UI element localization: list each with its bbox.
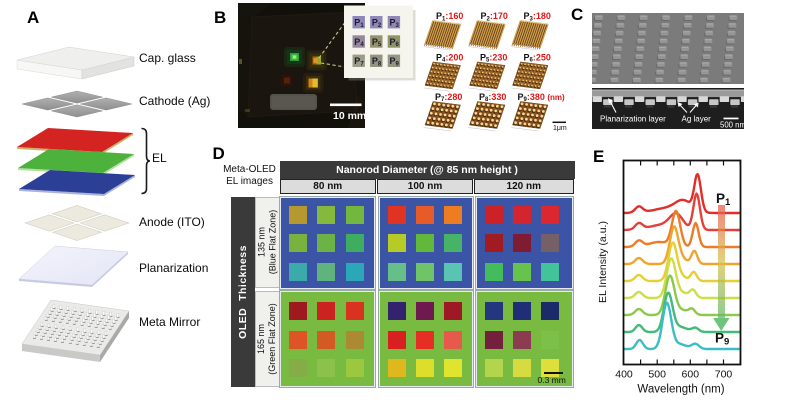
svg-text:EL Intensity (a.u.): EL Intensity (a.u.)	[597, 221, 609, 303]
svg-text:P9:380 (nm): P9:380 (nm)	[518, 92, 566, 103]
svg-text:P1:160: P1:160	[436, 11, 463, 22]
svg-text:P4: P4	[354, 37, 364, 48]
svg-text:P6: P6	[390, 37, 400, 48]
svg-text:P5:230: P5:230	[480, 52, 507, 63]
svg-text:P6:250: P6:250	[524, 52, 551, 63]
svg-text:500 nm: 500 nm	[720, 121, 746, 130]
svg-text:Wavelength (nm): Wavelength (nm)	[637, 384, 724, 396]
svg-text:P3: P3	[390, 18, 400, 29]
svg-text:700: 700	[715, 369, 733, 381]
svg-text:P3:180: P3:180	[524, 11, 551, 22]
svg-text:P8:330: P8:330	[479, 92, 506, 103]
svg-text:1μm: 1μm	[553, 125, 567, 132]
svg-text:P7: P7	[354, 56, 364, 67]
svg-text:P1: P1	[716, 191, 731, 208]
svg-text:P1: P1	[354, 18, 364, 29]
svg-text:Anode (ITO): Anode (ITO)	[139, 215, 205, 229]
svg-text:P7:280: P7:280	[435, 92, 462, 103]
svg-text:P9: P9	[390, 56, 400, 67]
svg-text:Meta Mirror: Meta Mirror	[139, 315, 200, 329]
svg-text:400: 400	[615, 369, 633, 381]
svg-text:Cathode (Ag): Cathode (Ag)	[139, 94, 210, 108]
svg-text:10 mm: 10 mm	[333, 110, 366, 122]
svg-text:EL: EL	[152, 151, 167, 165]
svg-text:P5: P5	[372, 37, 382, 48]
svg-text:P2:170: P2:170	[481, 11, 508, 22]
svg-text:Planarization: Planarization	[139, 261, 208, 275]
svg-text:500: 500	[648, 369, 666, 381]
svg-text:Ag layer: Ag layer	[682, 115, 712, 124]
svg-text:P8: P8	[372, 56, 382, 67]
svg-text:Cap. glass: Cap. glass	[139, 51, 196, 65]
svg-text:Planarization layer: Planarization layer	[600, 115, 666, 124]
svg-text:P4:200: P4:200	[436, 52, 463, 63]
svg-text:P2: P2	[372, 18, 382, 29]
svg-text:600: 600	[682, 369, 700, 381]
